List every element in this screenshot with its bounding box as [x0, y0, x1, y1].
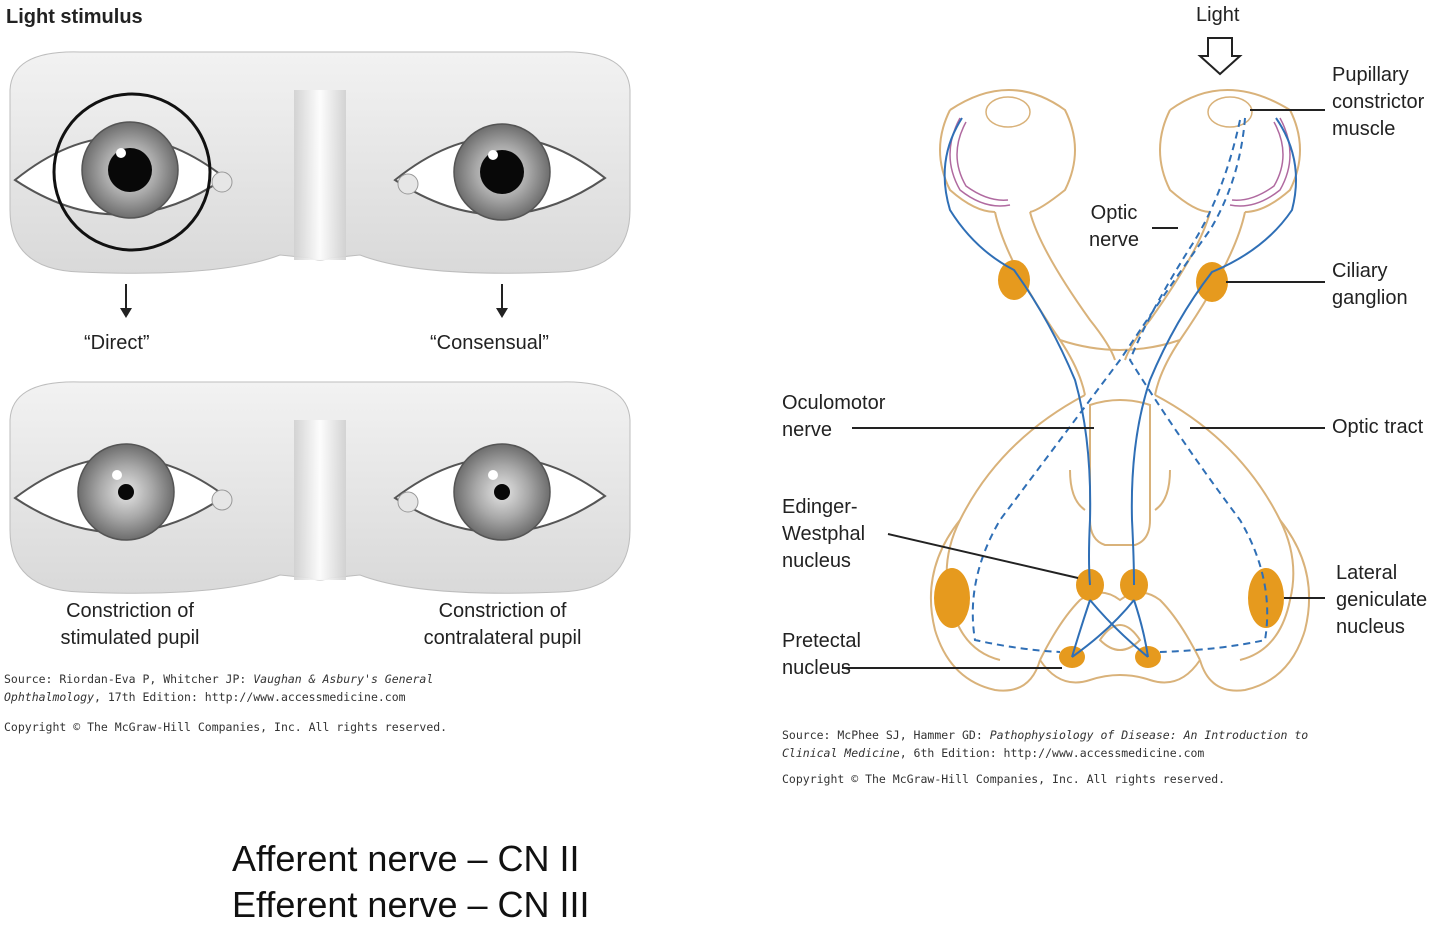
efferent-pathway [943, 117, 1298, 658]
consensual-arrow [496, 284, 508, 318]
right-source-citation: Source: McPhee SJ, Hammer GD: Pathophysi… [782, 726, 1308, 762]
pretectal-line2: nucleus [782, 657, 851, 679]
oculomotor-nerve-label: Oculomotor nerve [782, 390, 885, 444]
leader-lines [842, 109, 1325, 669]
afferent-pathway [971, 117, 1269, 653]
right-copyright: Copyright © The McGraw-Hill Companies, I… [782, 772, 1226, 786]
pupillary-line1: Pupillary [1332, 64, 1409, 86]
pretectal-nucleus-label: Pretectal nucleus [782, 628, 861, 682]
pupillary-line3: muscle [1332, 118, 1396, 140]
caption-left-line2: stimulated pupil [60, 627, 200, 649]
edinger-line3: nucleus [782, 550, 851, 572]
constrictor-muscle [949, 117, 1291, 207]
eyes-illustration [9, 51, 631, 594]
nuclei [934, 260, 1284, 668]
right-source-rest: , 6th Edition: http://www.accessmedicine… [899, 746, 1205, 760]
bottom-right-eye [393, 443, 607, 541]
edinger-line2: Westphal [782, 523, 866, 545]
left-source-title: Vaughan & Asbury's General [253, 672, 434, 686]
lateral-line3: nucleus [1336, 616, 1405, 638]
top-left-eye [13, 92, 233, 252]
bottom-face-mask [9, 381, 631, 594]
pupillary-line2: constrictor [1332, 91, 1425, 113]
lateral-line2: geniculate [1336, 589, 1428, 611]
caption-left: Constriction of stimulated pupil [30, 598, 230, 652]
lateral-line1: Lateral [1336, 562, 1398, 584]
oculomotor-line2: nerve [782, 419, 833, 441]
right-source-prefix: Source: McPhee SJ, Hammer GD: [782, 728, 990, 742]
light-arrow-icon [1197, 37, 1243, 76]
oculomotor-line1: Oculomotor [782, 392, 886, 414]
light-stimulus-circle [52, 92, 212, 252]
left-ciliary-ganglion [998, 260, 1030, 300]
bottom-left-eye [13, 443, 233, 541]
left-copyright: Copyright © The McGraw-Hill Companies, I… [4, 720, 448, 734]
left-source-rest: , 17th Edition: http://www.accessmedicin… [94, 690, 406, 704]
right-ciliary-ganglion [1196, 262, 1228, 302]
lens-shapes [985, 96, 1253, 128]
afferent-nerve-text: Afferent nerve – CN II [232, 838, 580, 879]
top-face-mask [9, 51, 631, 274]
caption-left-line1: Constriction of [66, 600, 194, 622]
efferent-nerve-text: Efferent nerve – CN III [232, 884, 590, 925]
optic-tract-label: Optic tract [1332, 416, 1424, 438]
ciliary-line1: Ciliary [1332, 260, 1388, 282]
edinger-westphal-label: Edinger- Westphal nucleus [782, 494, 865, 575]
optic-nerve-label: Optic nerve [1074, 200, 1154, 254]
caption-right: Constriction of contralateral pupil [400, 598, 605, 652]
direct-arrow [120, 284, 132, 318]
lateral-geniculate-label: Lateral geniculate nucleus [1336, 560, 1427, 641]
caption-right-line2: contralateral pupil [423, 627, 582, 649]
ciliary-ganglion-label: Ciliary ganglion [1332, 258, 1408, 312]
right-source-title: Pathophysiology of Disease: An Introduct… [989, 728, 1309, 742]
right-source-title2: Clinical Medicine [782, 746, 900, 760]
pretectal-line1: Pretectal [782, 630, 861, 652]
ciliary-line2: ganglion [1332, 287, 1408, 309]
pupillary-constrictor-label: Pupillary constrictor muscle [1332, 62, 1424, 143]
optic-nerve-line1: Optic [1090, 202, 1138, 224]
pathway-diagram [842, 37, 1325, 692]
top-right-eye [393, 123, 607, 221]
caption-right-line1: Constriction of [438, 600, 567, 622]
left-source-title2: Ophthalmology [4, 690, 95, 704]
light-label: Light [1196, 4, 1240, 26]
direct-label: “Direct” [84, 332, 150, 354]
edinger-line1: Edinger- [782, 496, 858, 518]
left-source-citation: Source: Riordan-Eva P, Whitcher JP: Vaug… [4, 670, 433, 706]
left-source-prefix: Source: Riordan-Eva P, Whitcher JP: [4, 672, 254, 686]
consensual-label: “Consensual” [430, 332, 549, 354]
left-lateral-geniculate [934, 568, 970, 628]
optic-nerve-line2: nerve [1088, 229, 1140, 251]
light-stimulus-title: Light stimulus [6, 6, 143, 28]
